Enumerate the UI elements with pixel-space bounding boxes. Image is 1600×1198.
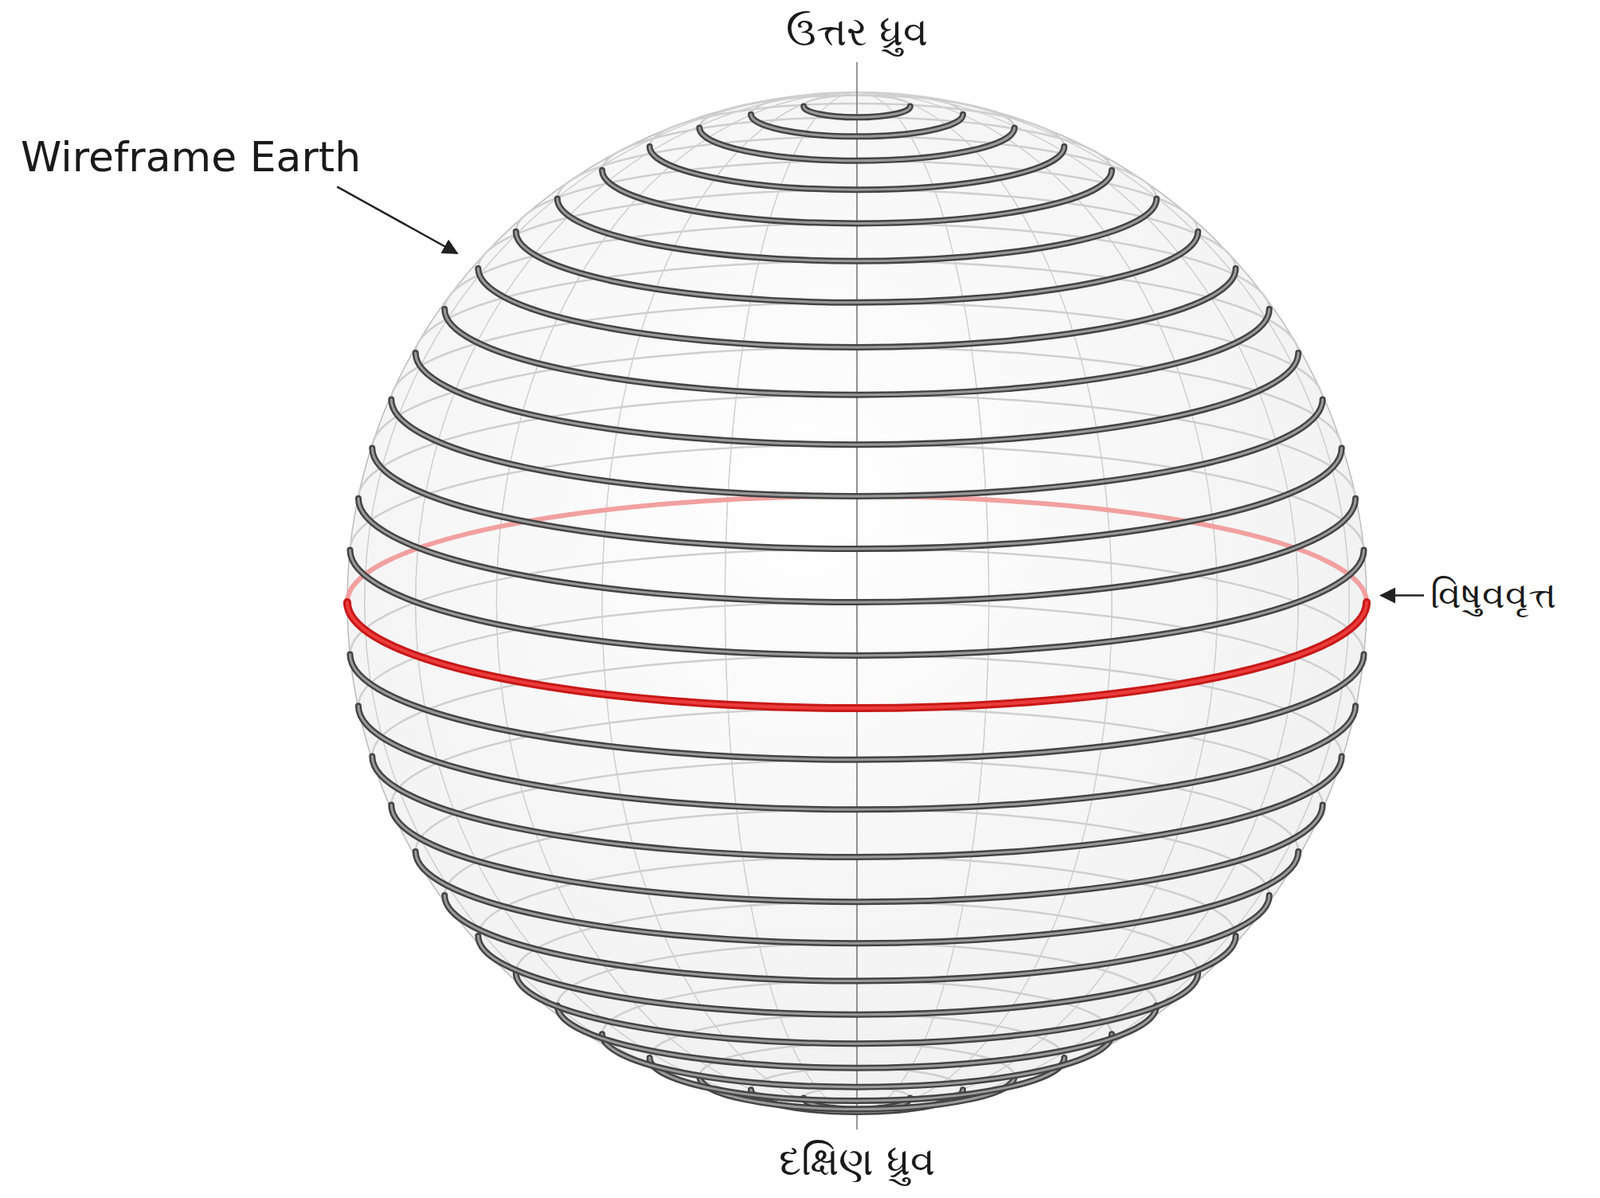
pole-label: ઉત્તર ધ્રુવ <box>786 7 929 56</box>
latitude-ring <box>477 935 1236 1015</box>
latitude-ring <box>602 170 1112 224</box>
latitude-ring <box>391 805 1323 903</box>
latitude-ring <box>649 146 1065 190</box>
latitude-ring <box>444 895 1270 982</box>
latitude-ring-highlight <box>602 170 1112 224</box>
latitude-ring-highlight <box>415 851 1299 943</box>
pole-label: દક્ષિણ ધ્રુવ <box>778 1137 935 1186</box>
leader-arrow <box>1380 594 1424 597</box>
latitude-ring-highlight <box>516 231 1198 303</box>
latitude-ring-highlight <box>803 105 911 118</box>
latitude-ring <box>557 199 1157 262</box>
sphere <box>347 62 1367 1130</box>
latitude-ring <box>699 128 1015 161</box>
latitude-ring <box>516 231 1198 303</box>
latitude-ring-highlight <box>391 805 1323 903</box>
latitude-ring-highlight <box>649 146 1065 190</box>
latitude-ring <box>415 851 1299 943</box>
latitude-ring-highlight <box>699 128 1015 161</box>
latitude-ring <box>477 268 1236 348</box>
leader-arrow <box>336 186 458 254</box>
equator-label: વિષુવવૃત્ત <box>1430 573 1557 618</box>
latitude-ring-highlight <box>477 268 1236 348</box>
latitude-ring-highlight <box>444 895 1270 982</box>
latitude-ring-highlight <box>557 199 1157 262</box>
equator-ring <box>347 602 1367 709</box>
latitude-ring <box>803 105 911 118</box>
title-label: Wireframe Earth <box>20 132 361 182</box>
equator-ring-highlight <box>347 602 1367 709</box>
latitude-ring-highlight <box>477 935 1236 1015</box>
